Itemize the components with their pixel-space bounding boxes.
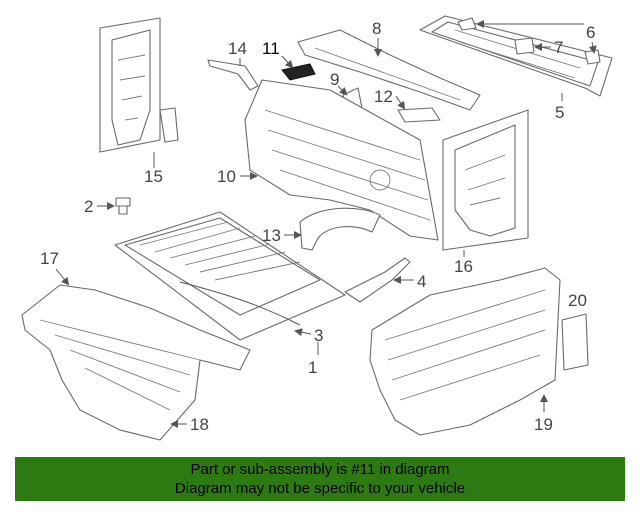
banner-line-disclaimer: Diagram may not be specific to your vehi…: [174, 480, 466, 497]
callout-18: 18: [190, 415, 209, 434]
part-13: [299, 207, 381, 251]
callout-11: 11: [262, 39, 280, 58]
callout-2: 2: [84, 197, 93, 216]
part-4: [344, 257, 411, 303]
part-12: [397, 107, 441, 123]
callout-7: 7: [554, 38, 563, 57]
part-19-group: [369, 267, 561, 436]
part-1-group: [114, 211, 346, 341]
callout-20: 20: [568, 291, 587, 310]
callout-19: 19: [534, 415, 553, 434]
callout-10: 10: [217, 167, 236, 186]
callout-6: 6: [586, 23, 595, 42]
callout-13: 13: [262, 226, 281, 245]
callout-9: 9: [330, 70, 339, 89]
part-2: [115, 197, 131, 215]
callout-3: 3: [314, 326, 323, 345]
part-15-group: [99, 17, 179, 153]
banner-line-part-number: Part or sub-assembly is #11 in diagram: [190, 461, 450, 478]
callout-8: 8: [372, 19, 381, 38]
part-8-group: [297, 29, 481, 111]
callout-14: 14: [228, 39, 247, 58]
part-18-group: [21, 284, 251, 441]
callout-12: 12: [374, 87, 393, 106]
callout-1: 1: [308, 358, 317, 377]
callout-15: 15: [144, 167, 163, 186]
callout-16: 16: [454, 257, 473, 276]
callout-17: 17: [40, 249, 59, 268]
vehicle-fit-banner: Part or sub-assembly is #11 in diagram D…: [15, 457, 625, 501]
callout-5: 5: [555, 103, 564, 122]
part-11: [281, 63, 316, 81]
callouts: 1 2 3 4 5 6 7 8 9 10 11 12 13 14 15 16: [40, 19, 597, 434]
part-16-group: [442, 109, 529, 251]
part-20: [561, 313, 589, 371]
parts-diagram: 1 2 3 4 5 6 7 8 9 10 11 12 13 14 15 16: [21, 15, 613, 441]
part-10-group: [244, 79, 439, 241]
callout-4: 4: [417, 272, 426, 291]
part-14: [207, 59, 259, 91]
